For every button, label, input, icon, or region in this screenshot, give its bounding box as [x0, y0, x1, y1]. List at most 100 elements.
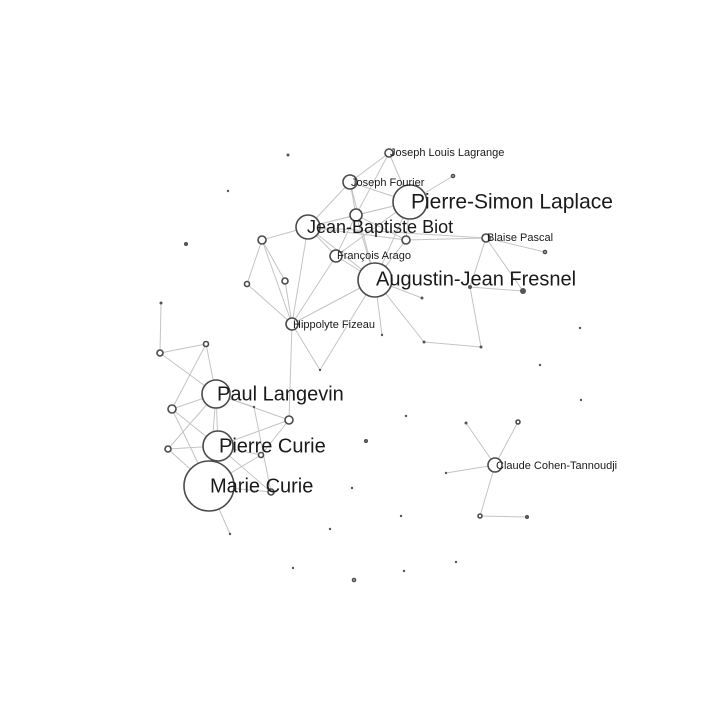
edge-a3-a5 [246, 239, 263, 285]
edge-a3-fizeau [261, 239, 293, 325]
edge-fizeau-a14 [291, 323, 321, 371]
node-a4 [281, 277, 289, 285]
node-i5 [538, 363, 542, 367]
edge-c3-c4 [171, 343, 207, 410]
node-i3 [184, 242, 189, 247]
edge-c1-c2 [159, 302, 162, 354]
node-fourier[interactable] [342, 174, 358, 190]
edge-arago-a1 [335, 214, 357, 257]
node-a9 [468, 285, 472, 289]
node-t1 [464, 421, 468, 425]
edge-a5-fizeau [246, 283, 293, 325]
label-biot: Jean-Baptiste Biot [307, 217, 453, 237]
edge-cohen-t2 [494, 421, 519, 466]
node-pcurie[interactable] [202, 430, 234, 462]
node-i1 [286, 153, 290, 157]
node-a13 [380, 333, 384, 337]
node-c9 [252, 405, 256, 409]
edge-pascal-a8 [485, 237, 524, 292]
node-c6 [284, 415, 294, 425]
node-c7 [257, 451, 265, 459]
node-c2 [156, 349, 164, 357]
label-mcurie: Marie Curie [210, 475, 313, 497]
label-laplace: Pierre-Simon Laplace [411, 191, 613, 214]
node-i7 [404, 414, 408, 418]
label-arago: François Arago [337, 250, 411, 262]
label-lagrange: Joseph Louis Lagrange [390, 147, 504, 159]
node-c5 [164, 445, 172, 453]
node-c8 [267, 488, 275, 496]
node-i6 [579, 398, 583, 402]
edge-c9-c8 [253, 406, 272, 493]
label-fresnel: Augustin-Jean Fresnel [376, 268, 576, 290]
edge-cohen-t1 [465, 422, 496, 466]
node-i12 [291, 566, 295, 570]
node-a12 [479, 345, 483, 349]
edge-fizeau-c6 [288, 323, 293, 421]
node-lagrange[interactable] [384, 148, 394, 158]
edge-biot-a2 [307, 226, 407, 241]
node-a6 [450, 173, 456, 179]
label-fourier: Joseph Fourier [351, 177, 425, 189]
node-i2 [226, 189, 230, 193]
label-pascal: Blaise Pascal [487, 232, 553, 244]
node-t4 [477, 513, 483, 519]
node-pascal[interactable] [481, 233, 491, 243]
node-a2 [401, 235, 411, 245]
edge-a1-a2 [355, 214, 407, 241]
edge-a9-a12 [469, 286, 482, 348]
node-a14 [318, 368, 322, 372]
edge-a11-a12 [423, 341, 482, 348]
node-c10 [228, 532, 232, 536]
node-i9 [350, 486, 354, 490]
node-biot[interactable] [295, 214, 321, 240]
node-a3 [257, 235, 267, 245]
edge-a4-fizeau [284, 280, 293, 325]
node-a5 [243, 280, 251, 288]
edge-pascal-a7 [485, 237, 546, 253]
node-t2 [515, 419, 521, 425]
edge-biot-fizeau [291, 226, 309, 325]
edge-cohen-t4 [479, 464, 496, 517]
node-t5 [524, 514, 529, 519]
edge-lagrange-fourier [349, 152, 390, 183]
edge-pascal-a9 [469, 237, 487, 288]
edge-a2-pascal [405, 237, 487, 241]
node-i13 [351, 577, 357, 583]
node-laplace[interactable] [392, 184, 428, 220]
label-cohen: Claude Cohen-Tannoudji [496, 460, 617, 472]
node-a7 [542, 249, 548, 255]
node-c3 [202, 340, 210, 348]
edge-c2-c3 [159, 343, 207, 354]
node-a8 [520, 288, 526, 294]
node-t3 [444, 471, 448, 475]
node-i11 [328, 527, 332, 531]
node-fizeau[interactable] [285, 317, 299, 331]
node-c4 [167, 404, 177, 414]
node-mcurie[interactable] [183, 460, 235, 512]
edge-a3-a4 [261, 239, 286, 282]
node-cohen[interactable] [487, 457, 503, 473]
edge-biot-pascal [307, 226, 487, 239]
node-arago[interactable] [329, 249, 343, 263]
label-langevin: Paul Langevin [217, 383, 344, 405]
node-i8 [363, 438, 368, 443]
node-langevin[interactable] [201, 379, 231, 409]
edge-t4-t5 [479, 515, 528, 518]
node-fresnel[interactable] [357, 262, 393, 298]
edge-lagrange-a1 [355, 152, 390, 216]
node-i10 [399, 514, 403, 518]
edge-a9-a8 [469, 286, 524, 292]
node-a1 [349, 208, 363, 222]
edge-arago-fizeau [291, 255, 337, 325]
label-pcurie: Pierre Curie [219, 435, 326, 457]
edge-cohen-t3 [445, 464, 496, 474]
label-fizeau: Hippolyte Fizeau [293, 319, 375, 331]
node-i15 [454, 560, 458, 564]
node-layer [156, 148, 583, 583]
node-i4 [578, 326, 582, 330]
node-a10 [420, 296, 424, 300]
node-i14 [402, 569, 406, 573]
